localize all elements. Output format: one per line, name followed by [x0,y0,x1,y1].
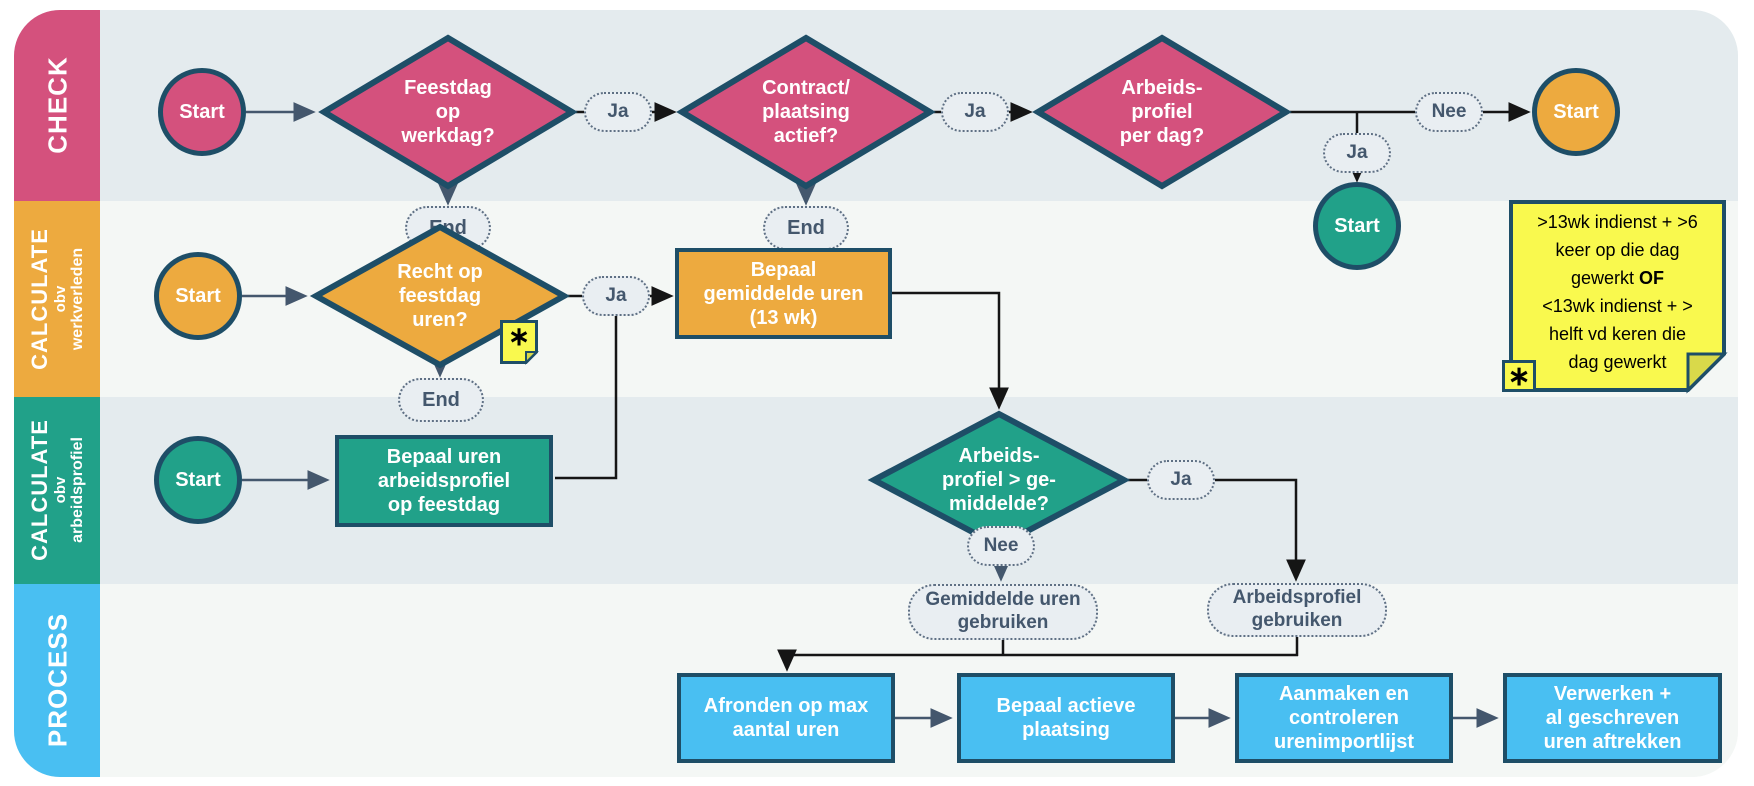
start-node-label: Start [175,469,221,491]
process-label: Verwerken + al geschreven uren aftrekken [1543,683,1682,753]
connector-label: Ja [605,284,627,306]
decision-label: Contract/ plaatsing actief? [762,77,850,147]
connector-ja-arbeidsprofiel-per-dag: Ja [1323,133,1391,173]
connector-ja-feestdag: Ja [584,92,652,132]
process-label: Afronden op max aantal uren [703,695,869,741]
end-node-contract: End [763,206,849,250]
connector-label: Ja [1170,468,1192,490]
start-node-label: Start [1553,101,1599,123]
start-node-arbeidsprofiel-entry: Start [1313,182,1401,270]
decision-arbeidsprofiel-groter-gemiddelde: Arbeids- profiel > ge- middelde? [867,410,1131,550]
sticky-note-text: >13wk indienst + >6 keer op die dag gewe… [1537,212,1698,372]
asterisk-marker-box: ∗ [1502,360,1536,392]
swimlane-canvas: CHECK CALCULATE obv werkverleden CALCULA… [14,10,1738,777]
connector-label: Nee [1431,100,1467,122]
lane-bar-calc-arbeidsprofiel [14,397,100,584]
decision-label: Arbeids- profiel > ge- middelde? [942,445,1056,515]
end-node-label: End [422,389,460,411]
lane-band-calc-arbeidsprofiel [14,397,1738,584]
process-bepaal-gemiddelde-uren: Bepaal gemiddelde uren (13 wk) [675,248,892,339]
decision-arbeidsprofiel-per-dag: Arbeids- profiel per dag? [1032,34,1292,190]
connector-nee-vergelijk: Nee [967,526,1035,566]
start-node-calc-werkverleden: Start [154,252,242,340]
connector-lines [242,102,1531,728]
start-node-label: Start [175,285,221,307]
end-node-label: End [787,217,825,239]
connector-ja-contract: Ja [941,92,1009,132]
asterisk-marker: ∗ [1507,360,1531,391]
connector-label: Ja [607,100,629,122]
process-label: Bepaal uren arbeidsprofiel op feestdag [377,446,511,516]
start-node-calc-arbeidsprofiel: Start [154,436,242,524]
connector-label: Ja [964,100,986,122]
decision-feestdag-op-werkdag: Feestdag op werkdag? [318,34,578,190]
connector-nee-arbeidsprofiel-per-dag: Nee [1415,92,1483,132]
process-label: Aanmaken en controleren urenimportlijst [1273,683,1414,753]
connector-arbeidsprofiel-gebruiken: Arbeidsprofiel gebruiken [1207,583,1387,637]
asterisk-marker: ∗ [508,321,530,351]
process-label: Bepaal gemiddelde uren (13 wk) [703,258,864,329]
decision-label: Feestdag op werkdag? [401,77,495,147]
lane-bar-process [14,584,100,777]
process-urenimportlijst: Aanmaken en controleren urenimportlijst [1235,673,1453,763]
decision-label: Arbeids- profiel per dag? [1119,77,1205,147]
connector-ja-vergelijk: Ja [1147,460,1215,500]
end-node-recht: End [398,378,484,422]
process-label: Bepaal actieve plaatsing [996,695,1136,741]
connector-label: Ja [1346,141,1368,163]
decision-label: Recht op feestdag uren? [397,261,483,331]
start-node-werkverleden-entry: Start [1532,68,1620,156]
process-bepaal-actieve-plaatsing: Bepaal actieve plaatsing [957,673,1175,763]
start-node-label: Start [1334,215,1380,237]
process-verwerken-uren-aftrekken: Verwerken + al geschreven uren aftrekken [1503,673,1722,763]
decision-contract-plaatsing-actief: Contract/ plaatsing actief? [676,34,936,190]
start-node-check: Start [158,68,246,156]
sticky-note-criteria: >13wk indienst + >6 keer op die dag gewe… [1509,200,1728,394]
connector-ja-recht: Ja [582,276,650,316]
lane-bar-calc-werkverleden [14,201,100,397]
start-node-label: Start [179,101,225,123]
process-afronden-max-uren: Afronden op max aantal uren [677,673,895,763]
connector-gemiddelde-uren-gebruiken: Gemiddelde uren gebruiken [908,584,1098,640]
connector-label: Nee [983,534,1019,556]
connector-label: Gemiddelde uren gebruiken [925,589,1081,633]
connector-label: Arbeidsprofiel gebruiken [1232,587,1362,631]
process-bepaal-uren-arbeidsprofiel: Bepaal uren arbeidsprofiel op feestdag [335,435,553,527]
lane-bar-check [14,10,100,201]
asterisk-sticky-note-small: ∗ [500,320,539,365]
